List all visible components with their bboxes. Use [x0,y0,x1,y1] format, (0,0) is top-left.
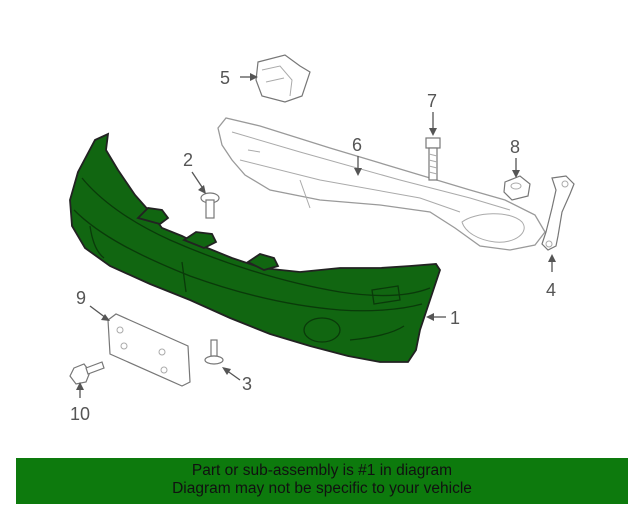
info-banner: Part or sub-assembly is #1 in diagram Di… [16,458,628,504]
part-8-nut-clip[interactable] [503,175,531,201]
callout-1: 1 [450,308,460,328]
callout-10: 10 [70,404,90,424]
callout-8: 8 [510,137,520,157]
callout-3: 3 [242,374,252,394]
part-5-bracket[interactable] [255,54,311,103]
part-9-license-bracket[interactable] [107,313,191,387]
part-7-bolt[interactable] [425,137,441,181]
callout-4: 4 [546,280,556,300]
part-10-bolt[interactable] [69,361,105,385]
callout-leaders [76,73,556,398]
callout-5: 5 [220,68,230,88]
callout-2: 2 [183,150,193,170]
part-1-bumper-cover[interactable] [69,132,441,363]
part-4-side-bracket[interactable] [541,175,575,251]
callout-9: 9 [76,288,86,308]
parts-diagram: 5 7 8 6 2 4 1 9 3 10 [69,54,575,424]
part-2-push-pin[interactable] [200,192,220,219]
part-3-fastener[interactable] [204,339,224,365]
callout-7: 7 [427,91,437,111]
part-6-reinforcement-beam[interactable] [217,117,546,251]
callout-6: 6 [352,135,362,155]
banner-line-1: Part or sub-assembly is #1 in diagram [191,462,453,479]
banner-line-2: Diagram may not be specific to your vehi… [172,480,472,497]
